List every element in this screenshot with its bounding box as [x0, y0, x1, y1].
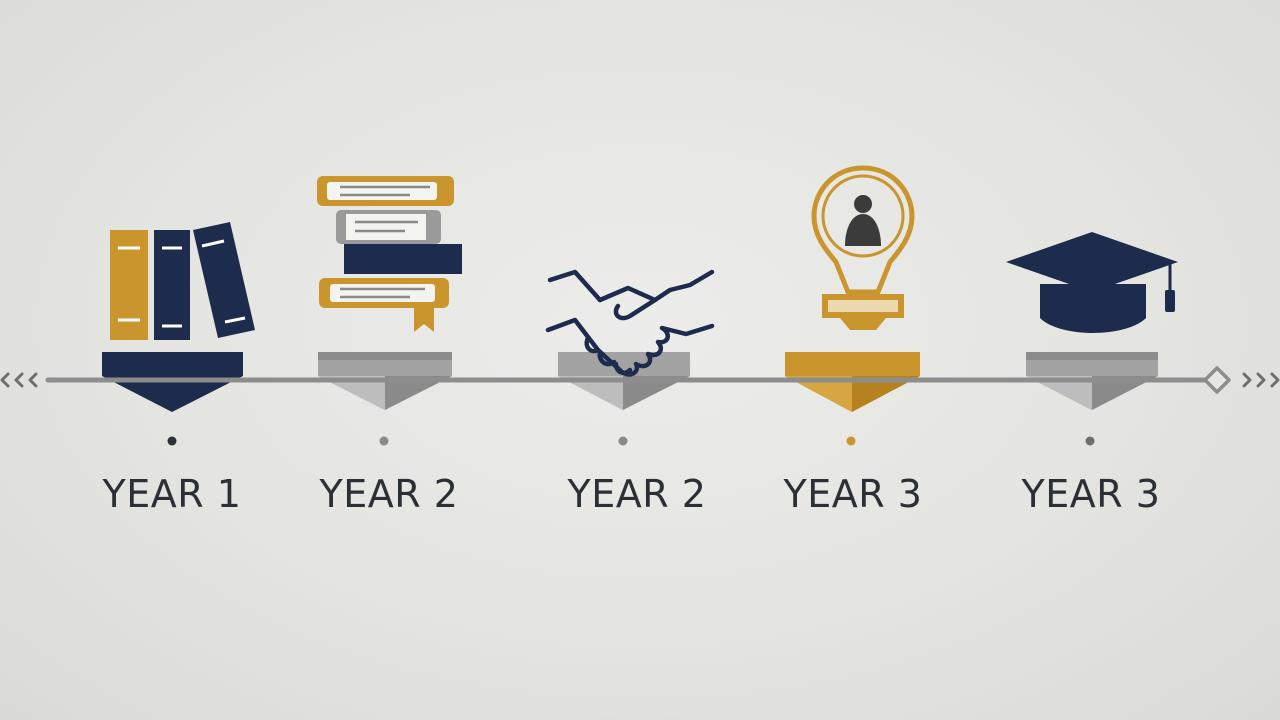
- milestone-dot-1: [167, 436, 177, 446]
- milestone-label-3: YEAR 2: [567, 472, 707, 516]
- pointer-marker-3: [558, 352, 690, 410]
- pointer-marker-1: [102, 352, 243, 412]
- pointer-marker-5: [1026, 352, 1158, 410]
- graduation-cap-icon: [1006, 232, 1178, 333]
- timeline-end-diamond-icon: [1203, 366, 1231, 394]
- milestone-dot-2: [379, 436, 389, 446]
- stacked-books-icon: [317, 176, 462, 332]
- milestone-dot-5: [1085, 436, 1095, 446]
- right-chevrons-icon: [1242, 372, 1280, 388]
- books-icon: [110, 222, 255, 340]
- milestone-label-4: YEAR 3: [783, 472, 923, 516]
- milestone-dot-3: [618, 436, 628, 446]
- milestone-dot-4: [846, 436, 856, 446]
- lightbulb-icon: [811, 165, 915, 330]
- left-chevrons-icon: [0, 372, 38, 388]
- handshake-icon: [545, 269, 715, 377]
- pointer-marker-2: [318, 352, 452, 410]
- milestone-label-5: YEAR 3: [1021, 472, 1161, 516]
- milestone-label-2: YEAR 2: [319, 472, 459, 516]
- pointer-marker-4: [785, 352, 920, 412]
- milestone-label-1: YEAR 1: [102, 472, 242, 516]
